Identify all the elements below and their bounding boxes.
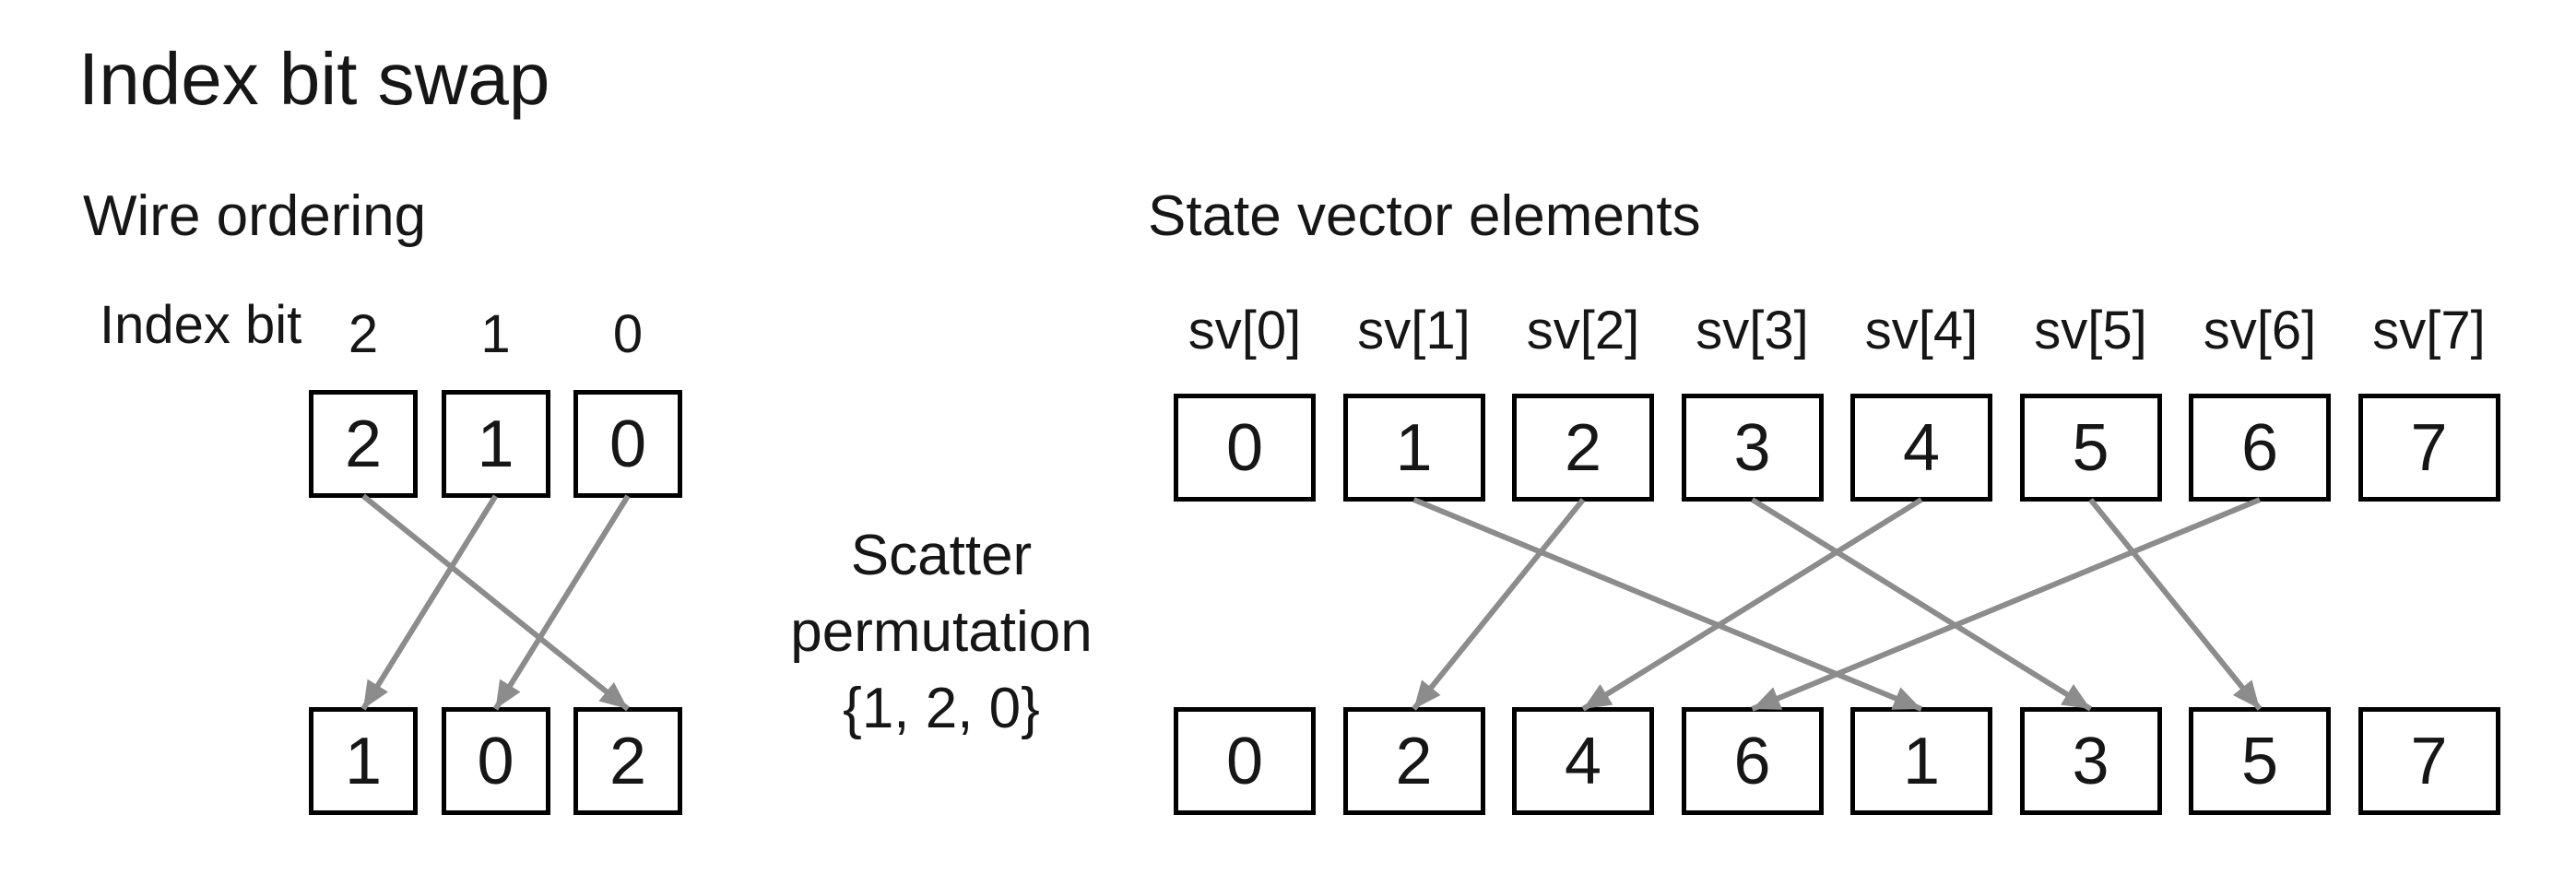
scatter-permutation-label: Scatter permutation {1, 2, 0} [757, 517, 1126, 747]
sv-element-label-5: sv[5] [2034, 301, 2147, 360]
sv-arrow-5-to-6 [2088, 498, 2263, 711]
wire-arrow-1-to-0 [360, 494, 499, 711]
state-vector-heading: State vector elements [1148, 184, 1701, 248]
scatter-permutation-line-1: Scatter [850, 524, 1033, 587]
slide-title: Index bit swap [78, 38, 550, 120]
wire-bottom-box-2: 2 [573, 707, 682, 815]
scatter-permutation-values: {1, 2, 0} [843, 677, 1040, 740]
index-bit-label: Index bit [100, 295, 302, 355]
wire-ordering-heading: Wire ordering [83, 184, 427, 248]
sv-bottom-box-5: 3 [2019, 707, 2162, 815]
sv-bottom-box-2: 4 [1512, 707, 1654, 815]
scatter-permutation-line-2: permutation [790, 600, 1093, 664]
sv-element-label-6: sv[6] [2203, 301, 2317, 360]
sv-top-box-0: 0 [1174, 394, 1316, 502]
sv-bottom-box-4: 1 [1850, 707, 1992, 815]
sv-element-label-3: sv[3] [1696, 301, 1809, 360]
sv-arrow-2-to-1 [1412, 498, 1586, 711]
sv-element-label-1: sv[1] [1357, 301, 1471, 360]
sv-top-box-1: 1 [1342, 394, 1485, 502]
bit-position-label-1: 1 [480, 304, 511, 364]
wire-bottom-box-1: 0 [441, 707, 550, 815]
wire-top-box-1: 1 [441, 390, 550, 498]
sv-bottom-box-1: 2 [1342, 707, 1485, 815]
sv-bottom-box-3: 6 [1681, 707, 1824, 815]
sv-top-box-4: 4 [1850, 394, 1992, 502]
wire-top-box-2: 0 [573, 390, 682, 498]
sv-top-box-7: 7 [2357, 394, 2500, 502]
sv-arrow-3-to-5 [1750, 497, 2093, 712]
sv-element-label-2: sv[2] [1526, 301, 1640, 360]
sv-top-box-6: 6 [2189, 394, 2331, 502]
sv-arrow-1-to-4 [1412, 497, 1923, 712]
sv-top-box-2: 2 [1512, 394, 1654, 502]
sv-element-label-0: sv[0] [1188, 301, 1302, 360]
bit-position-label-2: 0 [612, 304, 644, 364]
sv-top-box-3: 3 [1681, 394, 1824, 502]
sv-top-box-5: 5 [2019, 394, 2162, 502]
wire-arrow-2-to-1 [492, 494, 631, 711]
sv-arrow-6-to-3 [1751, 497, 2262, 712]
sv-element-label-4: sv[4] [1864, 301, 1979, 360]
sv-bottom-box-7: 7 [2357, 707, 2500, 815]
wire-top-box-0: 2 [309, 390, 418, 498]
sv-element-label-7: sv[7] [2372, 301, 2486, 360]
bit-position-label-0: 2 [348, 304, 379, 364]
sv-bottom-box-6: 5 [2189, 707, 2331, 815]
wire-bottom-box-0: 1 [309, 707, 418, 815]
wire-arrow-0-to-2 [361, 493, 630, 712]
sv-arrow-4-to-2 [1581, 497, 1923, 712]
sv-bottom-box-0: 0 [1174, 707, 1316, 815]
